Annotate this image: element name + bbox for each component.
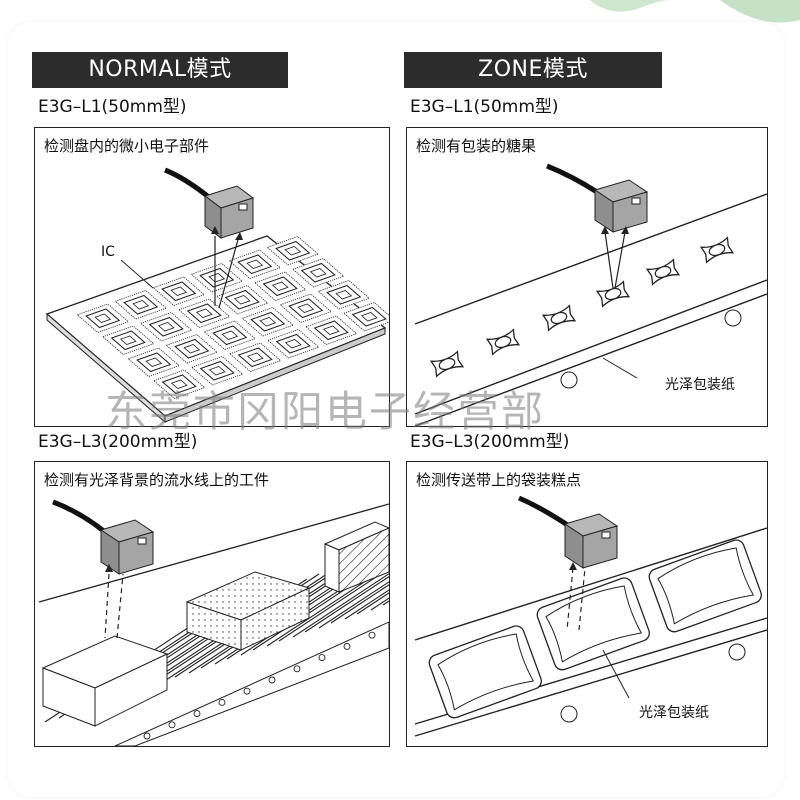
ic-chip xyxy=(153,369,206,399)
model-label-left-top: E3G–L1(50mm型) xyxy=(38,97,187,117)
roller-line-illustration xyxy=(38,499,389,746)
photoelectric-sensor xyxy=(203,185,255,239)
ic-chip xyxy=(241,306,294,337)
glossy-wrapper-label-top: 光泽包装纸 xyxy=(665,377,735,393)
panel-candy: 检测有包装的糖果 光泽包装纸 xyxy=(406,127,768,427)
ic-chip-grid xyxy=(76,235,389,399)
ic-chip xyxy=(178,298,231,329)
ic-chip xyxy=(203,320,256,351)
wrapped-candy xyxy=(485,328,521,356)
ic-chip xyxy=(343,301,389,332)
ic-chip xyxy=(229,342,282,373)
ic-chip xyxy=(267,328,320,359)
caption-ic-tray: 检测盘内的微小电子部件 xyxy=(44,137,210,155)
ic-tray-illustration xyxy=(45,167,389,424)
normal-mode-header: NORMAL模式 xyxy=(32,52,288,88)
caption-pastry-belt: 检测传送带上的袋装糕点 xyxy=(416,471,582,489)
glossy-wrapper-label-bottom: 光泽包装纸 xyxy=(639,705,709,721)
wrapped-candy xyxy=(429,350,465,378)
photoelectric-sensor xyxy=(563,513,619,569)
ic-chip xyxy=(139,311,193,342)
ic-chip xyxy=(152,276,205,307)
dotted-workpiece xyxy=(185,571,311,651)
caption-roller-line: 检测有光泽背景的流水线上的工件 xyxy=(44,471,270,489)
striped-workpiece xyxy=(323,521,389,593)
ic-chip xyxy=(127,347,180,378)
ic-chip xyxy=(76,303,130,334)
leaf-decoration xyxy=(590,0,800,23)
wrapped-candy xyxy=(699,236,735,264)
ic-chip xyxy=(305,315,358,346)
wrapped-candy xyxy=(541,304,577,332)
ic-chip xyxy=(317,279,370,310)
ic-chip xyxy=(165,333,218,364)
photoelectric-sensor xyxy=(593,179,649,233)
ic-chip xyxy=(114,289,168,320)
pastry-belt-illustration xyxy=(414,495,767,737)
panel-pastry-belt: 检测传送带上的袋装糕点 xyxy=(406,461,768,747)
panel-ic-tray: 检测盘内的微小电子部件 IC xyxy=(34,127,390,427)
wrapped-candy xyxy=(645,258,681,286)
ic-chip xyxy=(254,271,307,302)
ic-chip xyxy=(191,355,244,386)
wrapped-candies xyxy=(429,236,735,378)
zone-mode-header: ZONE模式 xyxy=(404,52,662,88)
model-label-right-top: E3G–L1(50mm型) xyxy=(410,97,559,117)
ic-chip xyxy=(228,249,281,280)
candy-conveyor-illustration xyxy=(414,163,767,426)
panel-roller-line: 检测有光泽背景的流水线上的工件 xyxy=(34,461,390,747)
bagged-pastries xyxy=(428,539,762,719)
ic-chip xyxy=(266,235,319,266)
caption-candy: 检测有包装的糖果 xyxy=(416,137,537,155)
photoelectric-sensor xyxy=(99,519,155,575)
ic-chip xyxy=(101,325,155,356)
ic-chip xyxy=(216,284,269,315)
ic-chip xyxy=(292,257,345,288)
wrapped-candy xyxy=(595,280,631,308)
model-label-right-bottom: E3G–L3(200mm型) xyxy=(410,432,570,452)
model-label-left-bottom: E3G–L3(200mm型) xyxy=(38,432,198,452)
plain-workpiece xyxy=(41,635,169,727)
ic-chip xyxy=(279,293,332,324)
ic-label: IC xyxy=(101,244,115,260)
